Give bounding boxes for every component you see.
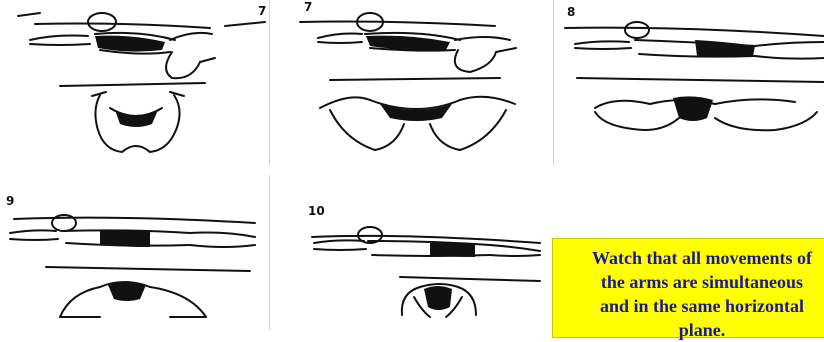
- swimmer-frame-4: 9: [0, 167, 270, 330]
- note-line-1: Watch that all movements of: [553, 246, 824, 270]
- note-line-4: plane.: [553, 318, 824, 342]
- note-line-3: and in the same horizontal: [553, 294, 824, 318]
- swimmer-drawing: [270, 0, 555, 165]
- swimmer-drawing: [0, 0, 270, 165]
- frame-divider: [269, 175, 270, 330]
- frame-divider: [553, 0, 554, 165]
- swimmer-frame-3: 8: [555, 0, 824, 165]
- swimmer-frame-5: 10: [290, 167, 550, 330]
- swimmer-drawing: [0, 167, 270, 330]
- technique-note: Watch that all movements of the arms are…: [552, 238, 824, 338]
- swimmer-drawing: [290, 167, 550, 330]
- swimmer-frame-2: 7: [270, 0, 555, 165]
- note-line-2: the arms are simultaneous: [553, 270, 824, 294]
- swimmer-frame-1: 7: [0, 0, 270, 165]
- swimmer-drawing: [555, 0, 824, 165]
